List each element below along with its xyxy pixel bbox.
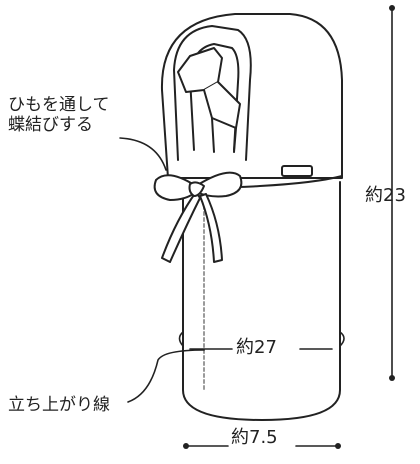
height-dim-bottom-dot xyxy=(389,375,395,381)
bottle-cap-side xyxy=(203,81,241,129)
width-dim-left-dot xyxy=(183,443,189,449)
tab xyxy=(281,165,313,177)
height-label: 約23 xyxy=(365,185,406,206)
tie-instruction-line1: ひもを通して xyxy=(8,95,110,115)
rise-leader-line xyxy=(127,349,205,403)
bottle-neck xyxy=(211,117,237,153)
circumference-arc-right xyxy=(339,331,345,347)
bottle-cap xyxy=(177,47,223,93)
circumference-label: 約27 xyxy=(236,337,277,358)
tie-leader-line xyxy=(119,137,167,171)
height-dim-top-dot xyxy=(389,5,395,11)
bow-tie xyxy=(153,171,243,263)
cover-body xyxy=(182,181,341,421)
tie-instruction-line2: 蝶結びする xyxy=(8,114,93,135)
width-dim-right-dot xyxy=(335,443,341,449)
rise-line-label: 立ち上がり線 xyxy=(8,395,110,415)
width-label: 約7.5 xyxy=(231,427,278,448)
tie-instruction-label: ひもを通して 蝶結びする xyxy=(8,95,110,135)
circumference-arc-left xyxy=(178,331,184,347)
